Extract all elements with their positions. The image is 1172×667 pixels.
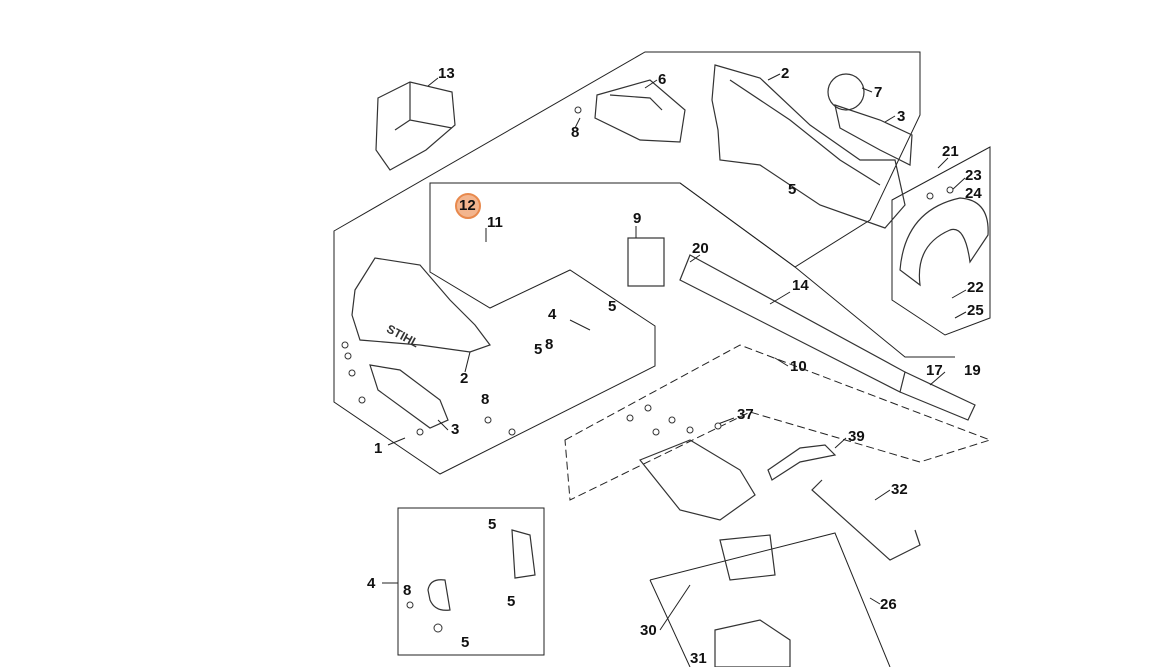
part-label-23[interactable]: 23 bbox=[965, 167, 982, 184]
part-label-22[interactable]: 22 bbox=[967, 279, 984, 296]
part-label-7[interactable]: 7 bbox=[874, 84, 883, 101]
part-label-5[interactable]: 5 bbox=[608, 298, 617, 315]
part-label-31[interactable]: 31 bbox=[690, 650, 707, 667]
part-label-9[interactable]: 9 bbox=[633, 210, 642, 227]
part-7-seal bbox=[827, 73, 865, 111]
part-label-25[interactable]: 25 bbox=[967, 302, 984, 319]
part-label-8[interactable]: 8 bbox=[481, 391, 490, 408]
screws bbox=[341, 106, 954, 633]
part-label-3[interactable]: 3 bbox=[897, 108, 906, 125]
part-3-lower bbox=[369, 364, 449, 429]
part-label-5[interactable]: 5 bbox=[488, 516, 497, 533]
part-label-2[interactable]: 2 bbox=[460, 370, 469, 387]
part-32-bracket bbox=[811, 479, 921, 561]
detail-box-parts bbox=[427, 529, 536, 611]
main-assembly-frame bbox=[333, 51, 921, 475]
part-label-3[interactable]: 3 bbox=[451, 421, 460, 438]
leader-lines bbox=[382, 73, 967, 631]
part-label-24[interactable]: 24 bbox=[965, 185, 982, 202]
part-label-39[interactable]: 39 bbox=[848, 428, 865, 445]
part-label-4[interactable]: 4 bbox=[367, 575, 376, 592]
part-14-tube bbox=[679, 254, 976, 421]
part-label-8[interactable]: 8 bbox=[571, 124, 580, 141]
part-label-4[interactable]: 4 bbox=[548, 306, 557, 323]
part-label-19[interactable]: 19 bbox=[964, 362, 981, 379]
svg-text:STIHL: STIHL bbox=[384, 322, 421, 351]
part-2-housing bbox=[711, 64, 913, 229]
dashed-frame bbox=[564, 344, 992, 501]
part-label-5[interactable]: 5 bbox=[507, 593, 516, 610]
part-3-strip bbox=[834, 104, 913, 166]
detail-box-4 bbox=[397, 507, 545, 656]
part-label-1[interactable]: 1 bbox=[374, 440, 383, 457]
part-1-housing: STIHL bbox=[351, 257, 491, 429]
part-9-module bbox=[627, 237, 665, 287]
part-label-10[interactable]: 10 bbox=[790, 358, 807, 375]
part-label-11[interactable]: 11 bbox=[487, 214, 503, 231]
part-label-5[interactable]: 5 bbox=[461, 634, 470, 651]
part-label-37[interactable]: 37 bbox=[737, 406, 754, 423]
part-label-32[interactable]: 32 bbox=[891, 481, 908, 498]
part-30-motor-housing bbox=[639, 439, 791, 667]
part-6-cover bbox=[594, 79, 686, 143]
part-label-17[interactable]: 17 bbox=[926, 362, 943, 379]
part-21-handle bbox=[899, 197, 989, 287]
part-label-6[interactable]: 6 bbox=[658, 71, 667, 88]
part-label-20[interactable]: 20 bbox=[692, 240, 709, 257]
part-label-30[interactable]: 30 bbox=[640, 622, 657, 639]
part-label-21[interactable]: 21 bbox=[942, 143, 959, 160]
part-label-5[interactable]: 5 bbox=[534, 341, 543, 358]
highlight-marker bbox=[455, 193, 481, 219]
part-label-5[interactable]: 5 bbox=[788, 181, 797, 198]
part-label-2[interactable]: 2 bbox=[781, 65, 790, 82]
part-label-8[interactable]: 8 bbox=[403, 582, 412, 599]
part-label-8[interactable]: 8 bbox=[545, 336, 554, 353]
part-39-lever bbox=[767, 444, 837, 481]
part-label-13[interactable]: 13 bbox=[438, 65, 455, 82]
part-label-26[interactable]: 26 bbox=[880, 596, 897, 613]
part-13-battery-cover bbox=[375, 81, 456, 171]
part-label-14[interactable]: 14 bbox=[792, 277, 809, 294]
part-label-12[interactable]: 12 bbox=[459, 197, 476, 214]
inner-frame bbox=[430, 182, 955, 358]
handle-frame bbox=[891, 146, 991, 336]
lower-frame bbox=[649, 532, 891, 667]
lower-frame-left bbox=[649, 579, 691, 667]
